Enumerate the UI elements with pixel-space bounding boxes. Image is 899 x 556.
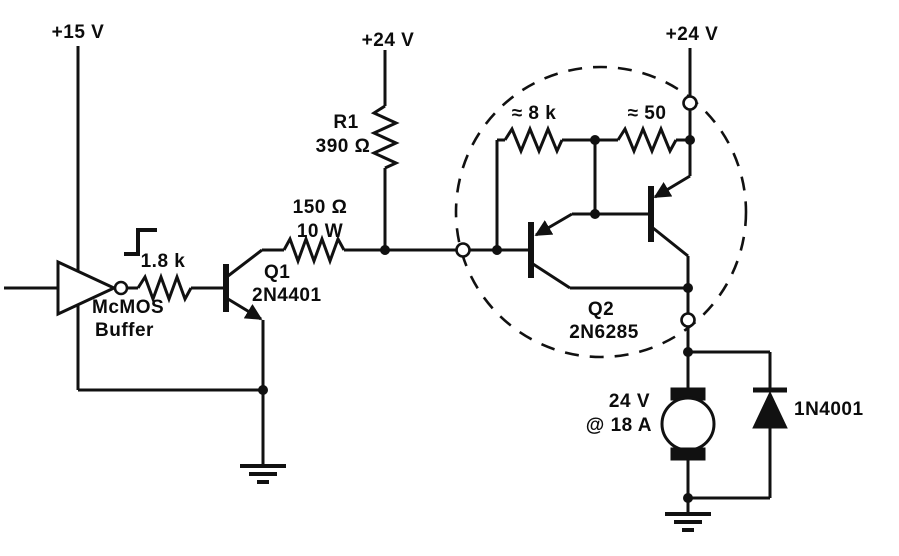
label-supply-15v: +15 V (52, 22, 105, 43)
resistor-r1 (370, 50, 400, 250)
junction-dot (683, 347, 693, 357)
label-q1-part: 2N4401 (252, 285, 322, 306)
terminal-circles (455, 95, 698, 328)
label-diode-part: 1N4001 (794, 399, 864, 420)
ground-symbol-left (240, 464, 286, 484)
label-r1-name: R1 (333, 112, 358, 133)
diode-1n4001 (752, 352, 788, 498)
terminal-circle-emitter (682, 95, 698, 111)
junction-dot (685, 135, 695, 145)
label-q1-name: Q1 (264, 262, 290, 283)
label-r1-value: 390 Ω (316, 136, 371, 157)
motor-brush-bottom (670, 447, 706, 461)
ground-symbol-right (665, 512, 711, 532)
label-motor-voltage: 24 V (609, 391, 650, 412)
label-r18k-value: 1.8 k (141, 251, 186, 272)
resistor-150ohm (262, 234, 457, 266)
junction-dot (590, 135, 600, 145)
resistor-50 (616, 125, 690, 155)
mcmos-buffer-symbol (56, 259, 138, 317)
label-supply-24v-right: +24 V (666, 24, 719, 45)
junction-dot (590, 209, 600, 219)
label-buffer-line1: McMOS (92, 297, 164, 318)
label-r150-power: 10 W (297, 221, 343, 242)
transistor-q1 (223, 248, 265, 466)
label-q2-part: 2N6285 (569, 322, 639, 343)
motor-symbol (660, 387, 770, 514)
junction-dot (683, 493, 693, 503)
base-wire-q2 (469, 140, 528, 252)
junction-dot (683, 283, 693, 293)
junction-dot (380, 245, 390, 255)
terminal-circle-collector (680, 312, 696, 328)
label-motor-current: @ 18 A (586, 415, 652, 436)
label-supply-24v-left: +24 V (362, 30, 415, 51)
motor-body (660, 396, 716, 452)
junction-dot (258, 385, 268, 395)
inverter-bubble-icon (113, 280, 129, 296)
terminal-circle-base (455, 242, 471, 258)
junction-dots (258, 135, 695, 503)
q2-package-outline (454, 65, 748, 359)
label-r8k-value: ≈ 8 k (512, 103, 557, 124)
junction-dot (492, 245, 502, 255)
label-r150-value: 150 Ω (293, 197, 348, 218)
transistor-t1-darlington (528, 140, 688, 290)
rail-15v (76, 46, 263, 392)
label-r50-value: ≈ 50 (628, 103, 667, 124)
resistor-1p8k (136, 272, 224, 304)
step-pulse-icon (124, 228, 157, 256)
label-buffer-line2: Buffer (95, 320, 154, 341)
transistor-t2-darlington (648, 174, 770, 388)
label-q2-name: Q2 (588, 299, 614, 320)
